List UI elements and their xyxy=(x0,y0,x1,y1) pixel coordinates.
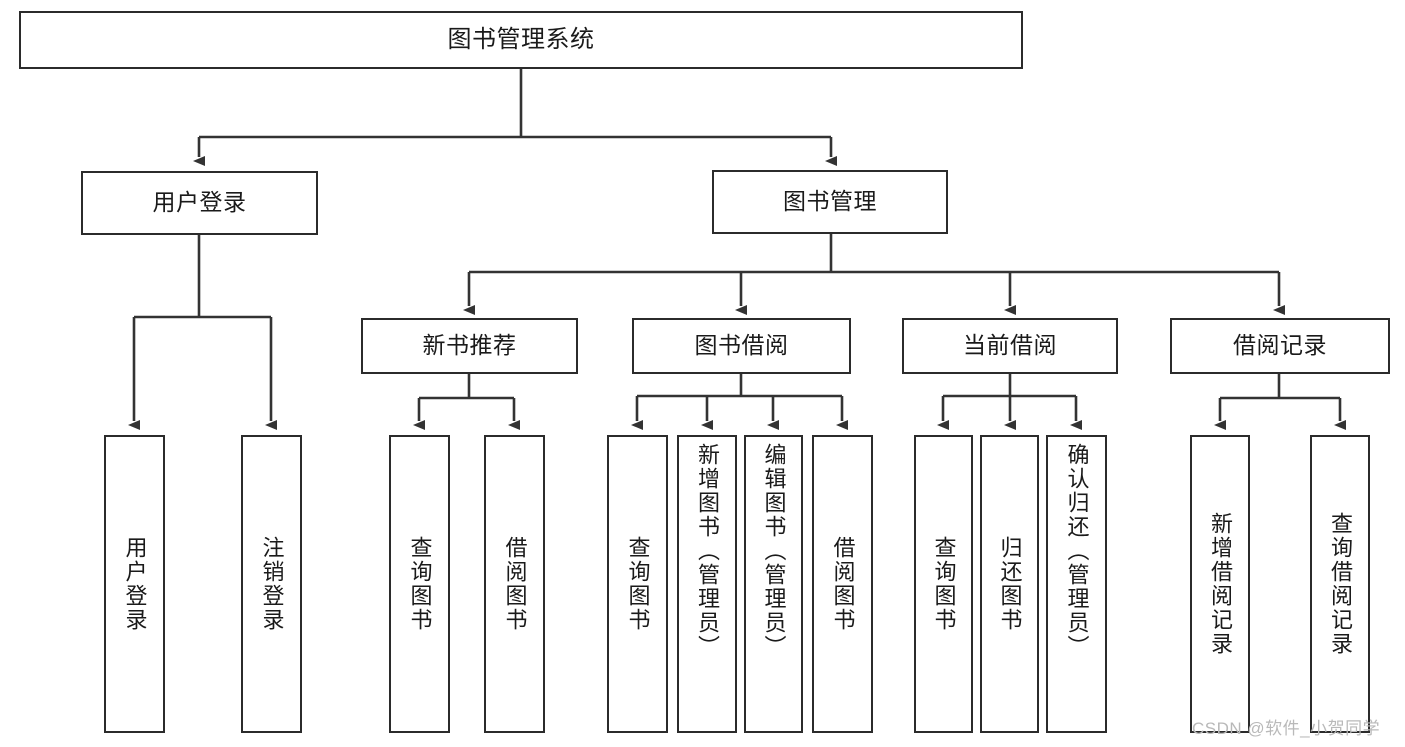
node-label: 借阅图书 xyxy=(502,536,528,632)
node-root-book-management-system[interactable]: 图书管理系统 xyxy=(19,11,1023,69)
node-label: 新书推荐 xyxy=(422,332,517,359)
node-leaf-return-book[interactable]: 归还图书 xyxy=(980,435,1039,733)
node-label: 确认归还（管理员） xyxy=(1064,443,1090,659)
node-label: 当前借阅 xyxy=(963,332,1057,359)
node-leaf-query-borrow-record[interactable]: 查询借阅记录 xyxy=(1310,435,1370,733)
node-label: 归还图书 xyxy=(997,536,1023,632)
node-leaf-borrow-book-1[interactable]: 借阅图书 xyxy=(484,435,545,733)
node-label: 注销登录 xyxy=(259,536,285,632)
node-label: 借阅记录 xyxy=(1233,332,1327,359)
node-user-login[interactable]: 用户登录 xyxy=(81,171,318,235)
node-label: 借阅图书 xyxy=(830,536,856,632)
node-label: 编辑图书（管理员） xyxy=(761,443,787,659)
node-label: 用户登录 xyxy=(152,189,247,216)
node-book-borrowing[interactable]: 图书借阅 xyxy=(632,318,851,374)
watermark: CSDN @软件_小贺同学 xyxy=(1192,719,1381,738)
node-label: 查询图书 xyxy=(931,536,957,632)
node-label: 查询借阅记录 xyxy=(1328,512,1353,656)
node-borrowing-records[interactable]: 借阅记录 xyxy=(1170,318,1390,374)
node-label: 图书借阅 xyxy=(694,332,789,359)
node-leaf-query-book-1[interactable]: 查询图书 xyxy=(389,435,450,733)
node-label: 查询图书 xyxy=(625,536,651,632)
node-label: 查询图书 xyxy=(407,536,433,632)
node-leaf-edit-book-admin[interactable]: 编辑图书（管理员） xyxy=(744,435,803,733)
node-current-borrowing[interactable]: 当前借阅 xyxy=(902,318,1118,374)
node-leaf-add-borrow-record[interactable]: 新增借阅记录 xyxy=(1190,435,1250,733)
node-leaf-borrow-book-2[interactable]: 借阅图书 xyxy=(812,435,873,733)
node-label: 用户登录 xyxy=(122,536,148,632)
node-leaf-query-book-3[interactable]: 查询图书 xyxy=(914,435,973,733)
node-label: 图书管理 xyxy=(783,188,877,215)
node-label: 图书管理系统 xyxy=(447,25,595,53)
node-label: 新增图书（管理员） xyxy=(695,443,720,659)
node-leaf-add-book-admin[interactable]: 新增图书（管理员） xyxy=(677,435,737,733)
node-leaf-confirm-return-admin[interactable]: 确认归还（管理员） xyxy=(1046,435,1107,733)
node-new-book-recommendation[interactable]: 新书推荐 xyxy=(361,318,578,374)
node-book-management[interactable]: 图书管理 xyxy=(712,170,948,234)
node-leaf-user-login[interactable]: 用户登录 xyxy=(104,435,165,733)
node-leaf-query-book-2[interactable]: 查询图书 xyxy=(607,435,668,733)
node-leaf-logout[interactable]: 注销登录 xyxy=(241,435,302,733)
node-label: 新增借阅记录 xyxy=(1208,512,1233,656)
